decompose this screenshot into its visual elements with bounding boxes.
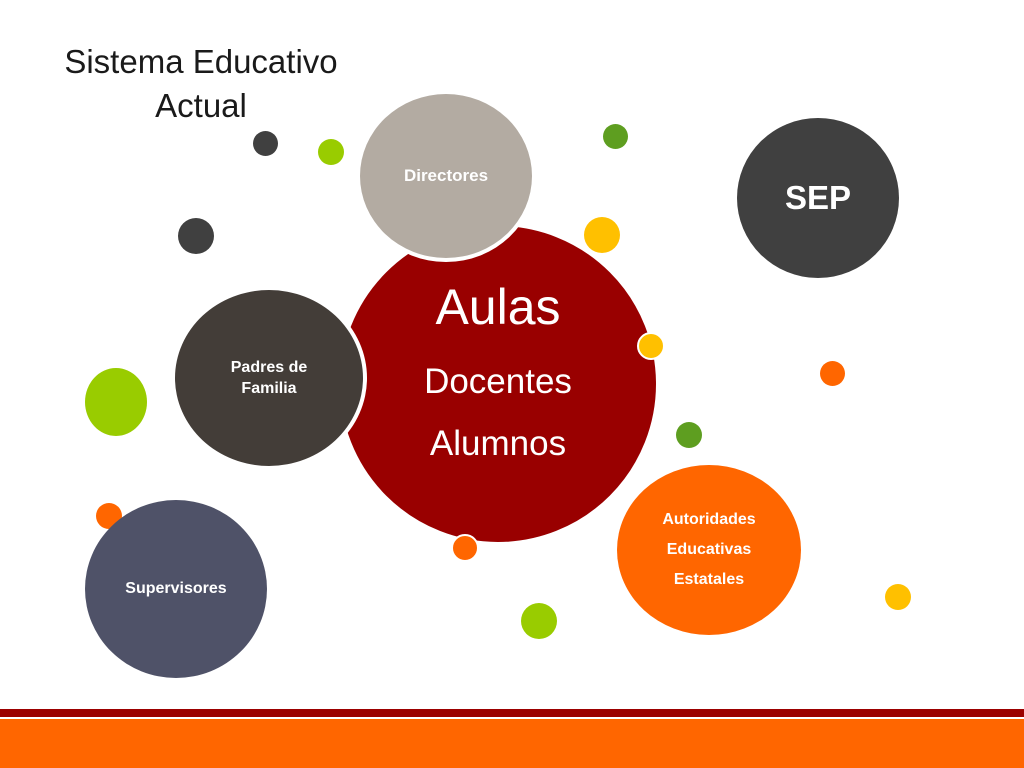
aulas-alumnos: Alumnos — [429, 424, 567, 463]
padres-node: Padres de Familia — [171, 286, 367, 470]
padres-line-1: Padres de — [230, 359, 308, 376]
decor-dot-yellow — [584, 217, 620, 253]
decor-dot-lime — [521, 603, 557, 639]
decor-dot-lime — [85, 368, 147, 436]
footer-bar-gap — [0, 717, 1024, 719]
autoridades-node: Autoridades Educativas Estatales — [617, 465, 801, 635]
slide-title: Sistema Educativo Actual — [40, 40, 362, 128]
decor-dot-orange — [820, 361, 845, 386]
title-line-2: Actual — [155, 87, 247, 124]
directores-node: Directores — [356, 90, 536, 262]
decor-dot-yellow — [637, 332, 665, 360]
autoridades-line-2: Educativas — [666, 541, 752, 558]
decor-dot-dark — [178, 218, 214, 254]
aulas-docentes: Docentes — [424, 362, 572, 401]
aulas-node: Aulas Docentes Alumnos — [336, 222, 660, 546]
decor-dot-dark — [253, 131, 278, 156]
aulas-title: Aulas — [435, 279, 561, 335]
supervisores-label: Supervisores — [125, 580, 227, 597]
padres-line-2: Familia — [241, 380, 297, 397]
decor-dot-orange — [451, 534, 479, 562]
supervisores-node: Supervisores — [85, 500, 267, 678]
decor-dot-green — [603, 124, 628, 149]
title-line-1: Sistema Educativo — [64, 43, 338, 80]
sep-label: SEP — [784, 179, 852, 216]
sep-node: SEP — [737, 118, 899, 278]
decor-dot-lime — [318, 139, 344, 165]
decor-dot-yellow — [885, 584, 911, 610]
autoridades-line-3: Estatales — [673, 571, 745, 588]
footer-bar-orange — [0, 719, 1024, 768]
autoridades-line-1: Autoridades — [662, 511, 756, 528]
decor-dot-green — [676, 422, 702, 448]
footer-bar-red — [0, 709, 1024, 717]
directores-label: Directores — [403, 166, 489, 185]
